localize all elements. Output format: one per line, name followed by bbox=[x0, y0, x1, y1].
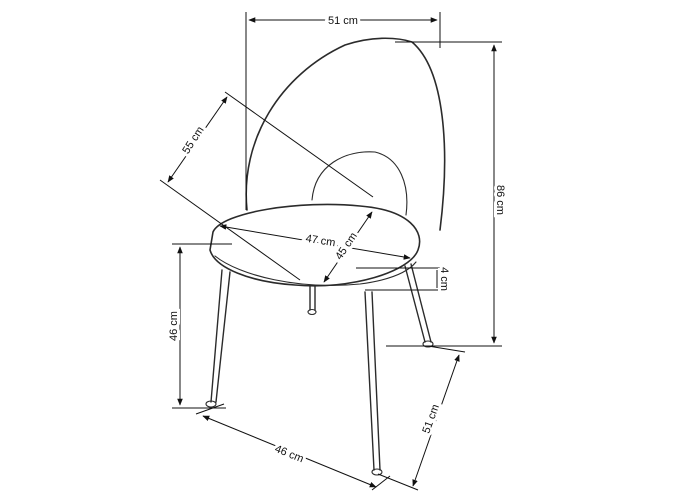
dimension-seat-height: 46 cm bbox=[165, 243, 232, 409]
leg-front-right-inner bbox=[371, 291, 381, 471]
dimension-seat-depth-label: 45 cm bbox=[333, 231, 360, 263]
seat-outline bbox=[209, 203, 421, 287]
dimension-seat-height-label: 46 cm bbox=[168, 311, 180, 341]
leg-front-left bbox=[210, 269, 223, 403]
dimension-base-width-label: 46 cm bbox=[273, 443, 305, 465]
leg-front-right-foot bbox=[371, 468, 383, 476]
dimension-width: 51 cm bbox=[245, 12, 441, 210]
backrest-cushion bbox=[311, 151, 408, 216]
dimension-width-label: 51 cm bbox=[328, 15, 358, 27]
dimension-height: 86 cm bbox=[386, 41, 509, 347]
leg-back-left-foot bbox=[307, 308, 317, 316]
dimension-base-depth-label: 51 cm bbox=[420, 403, 442, 435]
dimension-seat-thickness: 4 cm bbox=[356, 264, 453, 294]
chair-drawing bbox=[205, 37, 446, 476]
backrest-outline bbox=[245, 37, 446, 231]
leg-back-right-foot bbox=[422, 340, 434, 348]
dimension-seat-thickness-label: 4 cm bbox=[438, 267, 450, 291]
seat-underside bbox=[214, 255, 417, 286]
leg-front-left-inner bbox=[215, 271, 231, 403]
dimension-base-depth: 51 cm bbox=[377, 345, 466, 491]
dimension-height-label: 86 cm bbox=[494, 185, 506, 215]
leg-front-left-foot bbox=[205, 400, 217, 408]
dimension-seat-width: 47 cm bbox=[219, 224, 411, 260]
leg-back-right-inner bbox=[410, 263, 432, 343]
dimension-base-width: 46 cm bbox=[195, 403, 391, 491]
dimension-seat-width-label: 47 cm bbox=[305, 233, 336, 250]
leg-back-right bbox=[404, 265, 426, 343]
dimension-backrest-depth-label: 55 cm bbox=[180, 125, 206, 157]
